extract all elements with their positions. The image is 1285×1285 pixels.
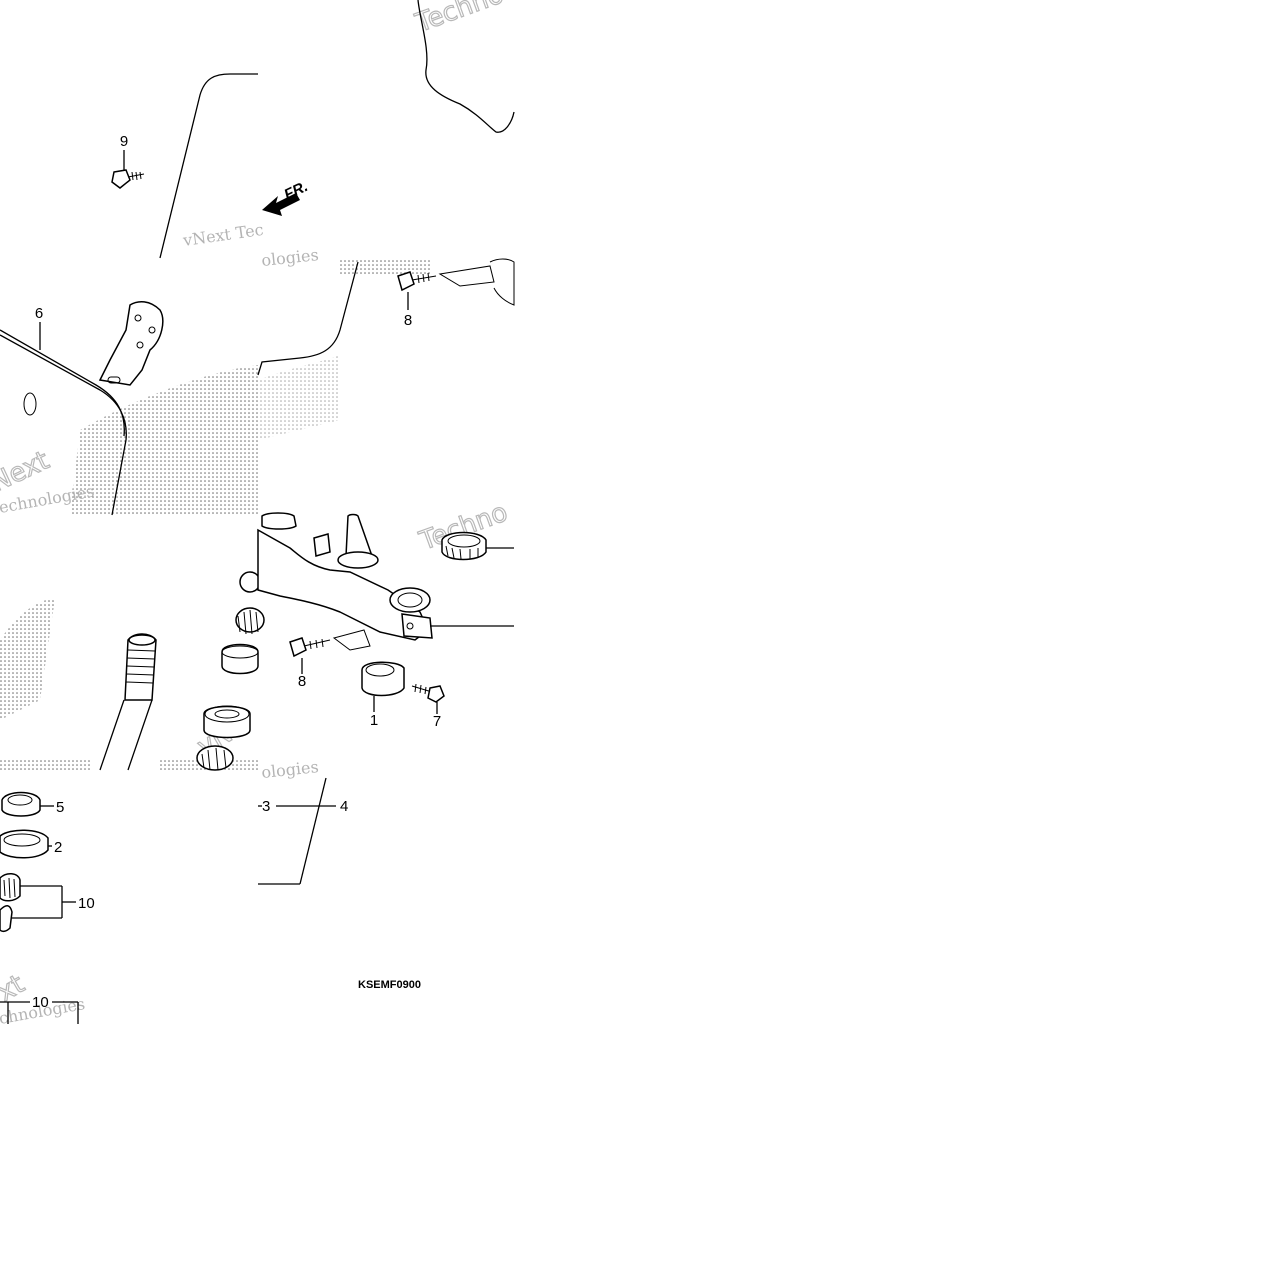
bolt-9: 9 bbox=[111, 133, 145, 189]
adjusting-nut-5: 5 bbox=[1, 791, 64, 817]
leader-3-4: 3 4 bbox=[258, 777, 348, 885]
figure-code: KSEMF0900 bbox=[358, 979, 421, 991]
windscreen-right-edge bbox=[257, 261, 359, 376]
direction-label: FR. bbox=[282, 178, 311, 204]
cowl-upper bbox=[417, 0, 515, 133]
dust-seal-2: 2 bbox=[0, 829, 62, 859]
watermark-text: vNext Tec bbox=[181, 220, 265, 250]
callout-1: 1 bbox=[370, 712, 378, 729]
windscreen-panel bbox=[159, 73, 258, 259]
callout-3: 3 bbox=[262, 798, 270, 815]
bearing-set-10-lower: 10 bbox=[0, 994, 79, 1024]
callout-10: 10 bbox=[32, 994, 49, 1011]
callout-6: 6 bbox=[35, 305, 43, 322]
handlebar-clamp-1: 1 bbox=[361, 661, 405, 729]
dotted-wing-mark bbox=[0, 258, 430, 772]
windscreen-lower bbox=[0, 329, 127, 516]
bolt-8-upper: 8 bbox=[397, 258, 515, 329]
bolt-7: 7 bbox=[411, 683, 445, 730]
bearing-races bbox=[196, 571, 265, 771]
top-bridge bbox=[257, 512, 514, 641]
watermark-text: ologies bbox=[260, 245, 319, 270]
callout-5: 5 bbox=[56, 799, 64, 816]
lock-nut bbox=[441, 531, 514, 561]
bolt-8-lower: 8 bbox=[289, 629, 371, 690]
bearing-set-10: 10 bbox=[0, 873, 95, 933]
front-direction-arrow-icon: FR. bbox=[262, 178, 311, 216]
callout-9: 9 bbox=[120, 133, 128, 150]
callout-8: 8 bbox=[298, 673, 306, 690]
bracket-6: 6 bbox=[35, 300, 164, 386]
callout-7: 7 bbox=[433, 713, 441, 730]
watermark-text: Techno bbox=[411, 0, 507, 39]
watermark-text: ologies bbox=[260, 757, 319, 782]
steering-stem bbox=[99, 633, 157, 771]
callout-4: 4 bbox=[340, 798, 348, 815]
callout-8: 8 bbox=[404, 312, 412, 329]
callout-10: 10 bbox=[78, 895, 95, 912]
callout-2: 2 bbox=[54, 839, 62, 856]
